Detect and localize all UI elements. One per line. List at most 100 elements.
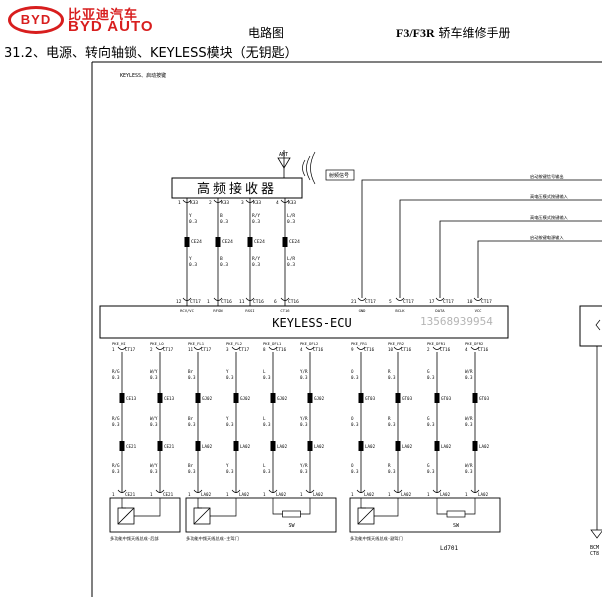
col-wire-color: W/Y	[150, 463, 158, 468]
wire-color: Y	[189, 256, 192, 262]
ecu-pin-number: 10	[467, 299, 473, 305]
diagram-subtitle: KEYLESS、启动按键	[120, 72, 166, 79]
col-wire-color: G	[427, 463, 430, 468]
col-pin-mark	[470, 346, 480, 350]
col-splice-id: GJ02	[240, 396, 251, 401]
col-splice	[434, 393, 440, 403]
col-wire-size: 0.3	[465, 375, 473, 380]
right-module-box	[579, 305, 602, 347]
col-wire-size: 0.3	[388, 422, 396, 427]
col-bottom-conn-id: LA02	[239, 492, 250, 497]
antenna-module-caption: 多功能中频天线总成-主驾门	[186, 535, 239, 542]
col-pin-mark	[155, 346, 165, 350]
col-wire-size: 0.3	[427, 375, 435, 380]
col-wire-color: Br	[188, 463, 194, 468]
col-splice	[195, 393, 201, 403]
col-wire-size: 0.3	[351, 422, 359, 427]
brand-name-en: BYD AUTO	[68, 18, 154, 35]
antenna-label: ANT	[279, 152, 288, 158]
col-splice-id: LA02	[402, 444, 413, 449]
wire-color: R/Y	[252, 213, 260, 219]
col-wire-size: 0.3	[112, 422, 120, 427]
manual-title: F3/F3R 轿车维修手册	[396, 24, 511, 41]
col-bottom-pin: 1	[150, 492, 153, 497]
col-splice-id: LA02	[479, 444, 490, 449]
wire-size: 0.3	[189, 262, 197, 268]
col-splice	[395, 393, 401, 403]
col-pin-number: 2	[427, 347, 430, 352]
ecu-pin-mark	[280, 297, 290, 301]
wire-color: B	[220, 213, 223, 219]
wire-size: 0.3	[252, 219, 260, 225]
ecu-pin-name: GND	[359, 308, 367, 313]
col-wire-size: 0.3	[300, 422, 308, 427]
col-pin-name: PKE_HI	[112, 341, 126, 346]
manual-model: F3/F3R	[396, 26, 435, 40]
col-bottom-conn-id: LA02	[201, 492, 212, 497]
splice-mark	[184, 237, 190, 247]
ecu-pin-number: 6	[274, 299, 277, 305]
col-wire-color: O	[351, 369, 354, 374]
col-wire-color: Y	[226, 463, 229, 468]
ecu-pin-mark	[435, 297, 445, 301]
col-bottom-pin: 1	[427, 492, 430, 497]
col-pin-number: 3	[226, 347, 229, 352]
col-wire-size: 0.3	[388, 375, 396, 380]
splice-mark	[215, 237, 221, 247]
ecu-pin-number: 11	[239, 299, 245, 305]
col-splice-id: LA02	[202, 444, 213, 449]
col-wire-size: 0.3	[150, 375, 158, 380]
col-bottom-conn-id: LA02	[364, 492, 375, 497]
col-pin-conn: CT16	[478, 347, 489, 352]
col-pin-number: 8	[263, 347, 266, 352]
wire-size: 0.3	[287, 219, 295, 225]
col-wire-color: R	[388, 369, 391, 374]
col-splice	[472, 441, 478, 451]
col-bottom-conn-id: LA02	[276, 492, 287, 497]
right-edge-label-1: BCM	[590, 545, 599, 551]
signal-box-label: 射频信号	[329, 172, 349, 179]
col-pin-conn: CT16	[276, 347, 287, 352]
wire-size: 0.3	[220, 262, 228, 268]
ecu-pin-conn: CT17	[443, 299, 454, 305]
antenna-module-box	[185, 497, 337, 533]
col-bottom-pin: 1	[188, 492, 191, 497]
col-pin-conn: CT17	[163, 347, 174, 352]
col-splice-id: CE21	[164, 444, 175, 449]
col-splice	[270, 393, 276, 403]
ecu-pin-mark	[473, 297, 483, 301]
ecu-pin-name: RCV/VC	[180, 308, 194, 313]
connector-pin: 2	[209, 200, 212, 206]
col-splice-id: GT03	[402, 396, 413, 401]
col-bottom-conn-id: LA02	[313, 492, 324, 497]
connector-pin: 3	[241, 200, 244, 206]
col-wire-color: R	[388, 463, 391, 468]
connector-pin: 1	[178, 200, 181, 206]
wire-color: L/R	[287, 213, 295, 219]
col-wire-size: 0.3	[150, 422, 158, 427]
col-splice-id: GJ02	[277, 396, 288, 401]
col-bottom-pin: 1	[465, 492, 468, 497]
ecu-pin-mark	[245, 297, 255, 301]
antenna-element-lead	[360, 498, 366, 509]
wire-color: B	[220, 256, 223, 262]
antenna-module-caption: 多功能中频天线总成-副驾门	[350, 535, 403, 542]
col-splice	[307, 441, 313, 451]
ecu-pin-name: RFGN	[213, 308, 223, 313]
signal-label: 高电压模式按键输入	[530, 193, 569, 200]
col-pin-number: 11	[188, 347, 194, 352]
connector-mark	[213, 199, 223, 203]
ecu-pin-conn: CT16	[221, 299, 232, 305]
col-bottom-conn	[268, 489, 278, 493]
splice-id: CE24	[191, 239, 202, 245]
col-splice	[195, 441, 201, 451]
col-pin-mark	[117, 346, 127, 350]
col-bottom-pin: 1	[351, 492, 354, 497]
ecu-pin-name: VCC	[475, 308, 482, 313]
col-wire-size: 0.3	[188, 422, 196, 427]
antenna-module-box	[349, 497, 501, 533]
antenna-icon	[277, 150, 316, 185]
col-splice	[233, 441, 239, 451]
